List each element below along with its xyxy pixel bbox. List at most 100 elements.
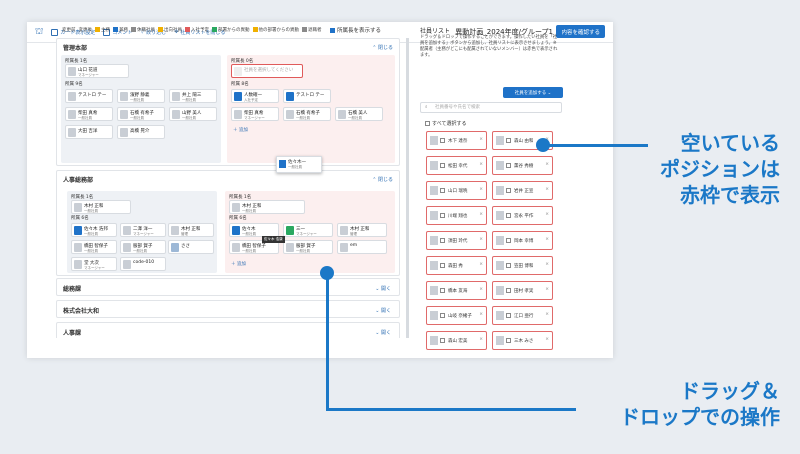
employee-card[interactable]: 服部 賀子一般社員: [120, 240, 166, 254]
checkbox[interactable]: [440, 288, 445, 293]
checkbox[interactable]: [440, 238, 445, 243]
close-icon[interactable]: ×: [479, 287, 483, 292]
employee-list-card[interactable]: 薫谷 秀樹×: [492, 156, 553, 175]
add-member-link[interactable]: ＋ 追加: [233, 128, 248, 133]
employee-list-card[interactable]: 岡本 幸博×: [492, 231, 553, 250]
employee-card[interactable]: 橋田 智保子一般社員: [229, 240, 279, 254]
employee-card[interactable]: 井上 陽三一般社員: [169, 89, 217, 103]
employee-card[interactable]: 濱野 静義一般社員: [117, 89, 165, 103]
employee-card[interactable]: 石橋 有希子一般社員: [283, 107, 331, 121]
checkbox[interactable]: [440, 338, 445, 343]
employee-list-card[interactable]: 三木 みさ×: [492, 331, 553, 350]
employee-card[interactable]: テストロ テー: [65, 89, 113, 103]
close-icon[interactable]: ×: [479, 137, 483, 142]
collapse-toggle[interactable]: ⌃ 閉じる: [372, 45, 393, 51]
checkbox[interactable]: [440, 138, 445, 143]
employee-card[interactable]: 石橋 美人一般社員: [335, 107, 383, 121]
close-icon[interactable]: ×: [545, 262, 549, 267]
close-icon[interactable]: ×: [545, 187, 549, 192]
employee-card[interactable]: 柴田 真希マネージャー: [231, 107, 279, 121]
employee-list-card[interactable]: 森山 宏美×: [426, 331, 487, 350]
employee-card[interactable]: 堂 大次マネージャー: [71, 257, 117, 271]
close-icon[interactable]: ×: [545, 287, 549, 292]
employee-list-card[interactable]: 須田 玲代×: [426, 231, 487, 250]
close-icon[interactable]: ×: [479, 212, 483, 217]
checkbox[interactable]: [440, 263, 445, 268]
checkbox[interactable]: [506, 338, 511, 343]
checkbox[interactable]: [440, 313, 445, 318]
checkbox[interactable]: [440, 213, 445, 218]
checkbox[interactable]: [440, 188, 445, 193]
employee-card[interactable]: code-010: [120, 257, 166, 271]
expand-toggle[interactable]: ⌄ 開く: [375, 308, 391, 314]
checkbox[interactable]: [506, 163, 511, 168]
employee-card[interactable]: 橋田 智保子一般社員: [71, 240, 117, 254]
close-icon[interactable]: ×: [479, 337, 483, 342]
close-icon[interactable]: ×: [545, 162, 549, 167]
filter-button[interactable]: ▽絞り込む: [140, 29, 167, 36]
add-employee-button[interactable]: 社員を追加する ⌄: [503, 87, 563, 98]
employee-search-input[interactable]: ⌕社員番号や氏名で検索: [420, 102, 562, 113]
close-icon[interactable]: ×: [545, 312, 549, 317]
employee-list-card[interactable]: 木下 達奈×: [426, 131, 487, 150]
employee-card[interactable]: 木村 正和管理: [168, 223, 214, 237]
expand-toggle[interactable]: ⌄ 開く: [375, 330, 391, 336]
employee-list-card[interactable]: 山岐 奈緒子×: [426, 306, 487, 325]
scrollbar[interactable]: [406, 38, 409, 338]
show-head-toggle[interactable]: 所属長を表示する: [330, 26, 381, 34]
employee-card[interactable]: 二澤 洋一マネージャー: [120, 223, 166, 237]
employee-card[interactable]: 柴田 真希一般社員: [65, 107, 113, 121]
collapse-toggle[interactable]: ⌃ 閉じる: [372, 177, 393, 183]
card-display-button[interactable]: カード表示設定: [51, 28, 95, 36]
employee-list-card[interactable]: 江口 亜行×: [492, 306, 553, 325]
close-icon[interactable]: ×: [479, 262, 483, 267]
employee-card[interactable]: 木村 正和一般社員: [229, 200, 305, 214]
close-icon[interactable]: ×: [479, 312, 483, 317]
employee-list-card[interactable]: 川端 翔也×: [426, 206, 487, 225]
employee-card[interactable]: 人数確一入社予定: [231, 89, 279, 103]
close-icon[interactable]: ×: [545, 237, 549, 242]
employee-card[interactable]: 三一マネージャー: [283, 223, 333, 237]
close-icon[interactable]: ×: [479, 237, 483, 242]
checkbox[interactable]: [506, 263, 511, 268]
employee-card[interactable]: 木村 正和一般社員: [71, 200, 131, 214]
expand-toggle[interactable]: ⌄ 開く: [375, 286, 391, 292]
checkbox[interactable]: [506, 238, 511, 243]
checkbox[interactable]: [506, 138, 511, 143]
dragging-card[interactable]: 佐々木一一般社員: [276, 156, 322, 173]
dept-collapsed[interactable]: 株式会社大和⌄ 開く: [56, 300, 400, 318]
employee-list-card[interactable]: 山口 瑞暁×: [426, 181, 487, 200]
checkbox[interactable]: [425, 121, 430, 126]
employee-list-card[interactable]: 橋本 友海×: [426, 281, 487, 300]
confirm-button[interactable]: 内容を確認する: [556, 25, 605, 38]
employee-list-card[interactable]: 笠田 博和×: [492, 256, 553, 275]
checkbox[interactable]: [506, 213, 511, 218]
employee-card[interactable]: 山野 美人一般社員: [169, 107, 217, 121]
select-all[interactable]: すべて選択する: [425, 120, 466, 127]
employee-list-card[interactable]: 岩井 正宣×: [492, 181, 553, 200]
checkbox[interactable]: [506, 313, 511, 318]
add-member-link[interactable]: ＋ 追加: [231, 262, 246, 267]
employee-card[interactable]: em: [337, 240, 387, 254]
employee-card[interactable]: 高橋 晃介: [117, 125, 165, 139]
close-icon[interactable]: ×: [545, 337, 549, 342]
close-icon[interactable]: ×: [545, 212, 549, 217]
employee-list-card[interactable]: 田村 孝実×: [492, 281, 553, 300]
employee-card[interactable]: 佐々木 浩邦一般社員: [71, 223, 117, 237]
employee-card[interactable]: テストロ テー: [283, 89, 331, 103]
employee-card[interactable]: 山口 花道マネージャー: [65, 64, 129, 78]
employee-card[interactable]: 石橋 有希子一般社員: [117, 107, 165, 121]
employee-card[interactable]: 大田 吉洋: [65, 125, 113, 139]
employee-card[interactable]: ささ: [168, 240, 214, 254]
employee-list-card[interactable]: 宮永 平作×: [492, 206, 553, 225]
close-list-button[interactable]: ✥社員リストを閉じる: [174, 29, 226, 36]
checkbox[interactable]: [330, 27, 335, 33]
checkbox[interactable]: [506, 288, 511, 293]
close-icon[interactable]: ×: [479, 187, 483, 192]
comment-button[interactable]: コメント: [103, 28, 132, 36]
employee-card[interactable]: 服部 賀子一般社員: [283, 240, 333, 254]
org-icon[interactable]: ⛫: [35, 26, 44, 37]
close-icon[interactable]: ×: [479, 162, 483, 167]
checkbox[interactable]: [506, 188, 511, 193]
checkbox[interactable]: [440, 163, 445, 168]
